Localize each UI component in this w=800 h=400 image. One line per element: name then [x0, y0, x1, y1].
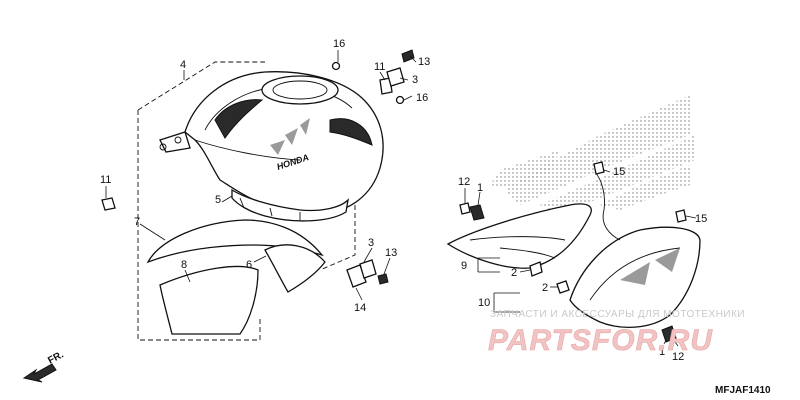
tank-lower-side-panel [231, 188, 349, 222]
diagram-code: MFJAF1410 [715, 385, 771, 396]
wing-emblem-background [490, 95, 695, 215]
tank-pad-6 [264, 244, 326, 293]
tank-hardware [101, 49, 415, 288]
side-cover-stay [593, 161, 621, 241]
callout-2-lower: 2 [542, 282, 548, 294]
callout-15-upper: 15 [613, 166, 625, 178]
tank-assembly-outline [137, 61, 356, 341]
tank-pad-8 [159, 265, 259, 335]
callout-8: 8 [181, 259, 187, 271]
watermark-brand: PARTSFOR.RU [488, 324, 713, 357]
callout-13-lower: 13 [385, 247, 397, 259]
front-direction-indicator: FR. [22, 349, 66, 383]
callout-5: 5 [215, 194, 221, 206]
callout-12-upper: 12 [458, 176, 470, 188]
callout-1-upper: 1 [477, 182, 483, 194]
callout-labels: 4 16 13 11 3 16 11 5 7 8 6 3 13 14 12 1 … [100, 38, 707, 363]
callout-4: 4 [180, 59, 186, 71]
watermark-tagline: ЗАПЧАСТИ И АКСЕССУАРЫ ДЛЯ МОТОТЕХНИКИ [490, 309, 745, 320]
callout-9: 9 [461, 260, 467, 272]
callout-12-lower: 12 [672, 351, 684, 363]
callout-11-upper: 11 [374, 61, 385, 73]
fuel-tank-cover: HONDA [159, 71, 384, 215]
callout-2-upper: 2 [511, 267, 517, 279]
callout-13-upper: 13 [418, 56, 430, 68]
front-label: FR. [46, 349, 66, 366]
callout-11-lower: 11 [100, 174, 111, 186]
callout-leaders [105, 50, 697, 347]
watermark: ЗАПЧАСТИ И АКСЕССУАРЫ ДЛЯ МОТОТЕХНИКИ PA… [488, 309, 745, 357]
tank-pad-7 [146, 219, 324, 264]
callout-10: 10 [478, 297, 490, 309]
side-cover-lower [556, 209, 701, 343]
callout-1-lower: 1 [659, 346, 665, 358]
callout-16-lower: 16 [416, 92, 428, 104]
side-cover-upper [446, 202, 592, 277]
callout-7: 7 [134, 216, 140, 228]
callout-16-upper: 16 [333, 38, 345, 50]
callout-14: 14 [354, 302, 366, 314]
callout-3-upper: 3 [412, 74, 418, 86]
callout-6: 6 [246, 259, 252, 271]
callout-15-lower: 15 [695, 213, 707, 225]
front-arrow-icon [22, 363, 57, 383]
callout-3-lower: 3 [368, 237, 374, 249]
